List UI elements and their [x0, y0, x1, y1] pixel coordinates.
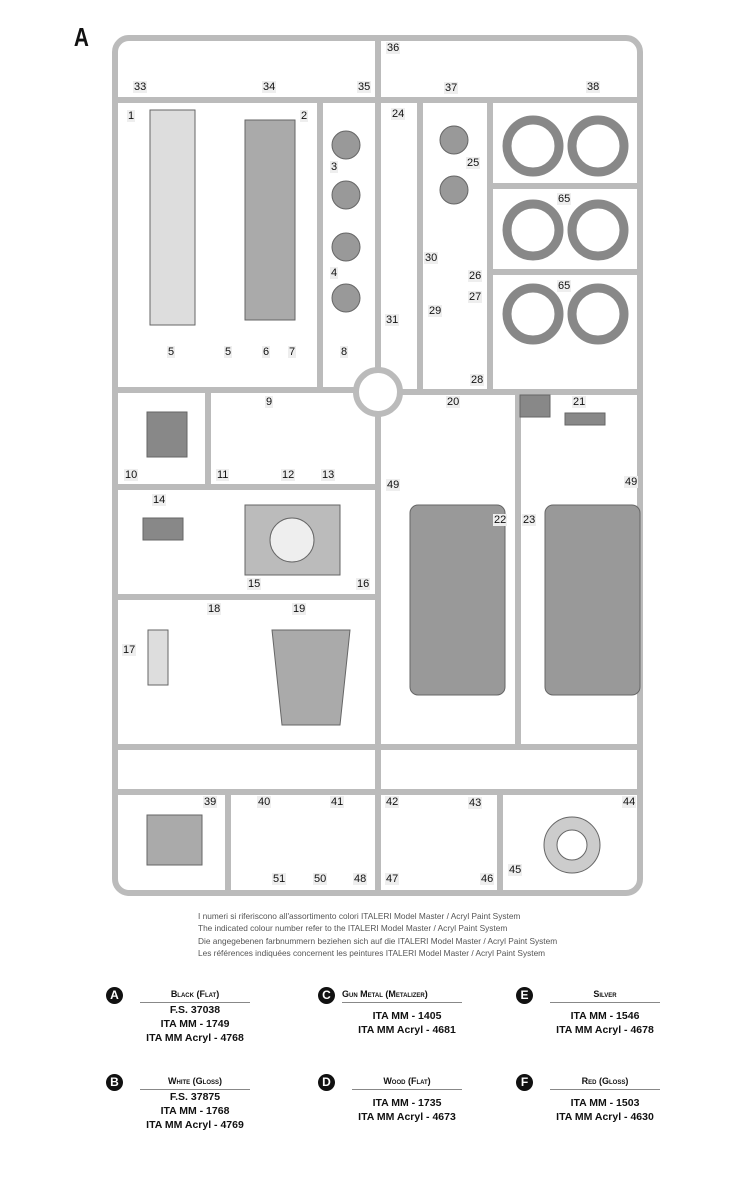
color-letter-badge: B [106, 1074, 123, 1091]
part-number: 16 [356, 578, 371, 590]
color-acryl: ITA MM Acryl - 4769 [146, 1119, 244, 1131]
color-card-a: A Black (Flat) F.S. 37038 ITA MM - 1749 … [106, 987, 308, 1045]
part-number: 41 [330, 796, 345, 808]
part-number: 2 [300, 110, 309, 122]
part-number: 42 [385, 796, 400, 808]
part-number: 20 [446, 396, 461, 408]
part-number: 30 [424, 252, 439, 264]
part-number: 14 [152, 494, 167, 506]
part-number: 10 [124, 469, 139, 481]
color-letter-badge: A [106, 987, 123, 1004]
part-number: 12 [281, 469, 296, 481]
color-card-d: D Wood (Flat) ITA MM - 1735 ITA MM Acryl… [318, 1074, 520, 1124]
part-number: 5 [167, 346, 176, 358]
part-number: 39 [203, 796, 218, 808]
part-number: 43 [468, 797, 483, 809]
color-letter-badge: D [318, 1074, 335, 1091]
part-number: 7 [288, 346, 297, 358]
color-name: Wood (Flat) [352, 1074, 462, 1090]
part-number: 3 [330, 161, 339, 173]
part-number: 23 [522, 514, 537, 526]
part-number: 25 [466, 157, 481, 169]
part-number: 46 [480, 873, 495, 885]
note-german: Die angegebenen farbnummern beziehen sic… [198, 935, 558, 946]
note-italian: I numeri si riferiscono all'assortimento… [198, 911, 521, 921]
part-number: 27 [468, 291, 483, 303]
part-number: 40 [257, 796, 272, 808]
part-number: 8 [340, 346, 349, 358]
color-name: White (Gloss) [140, 1074, 250, 1090]
part-number: 28 [470, 374, 485, 386]
color-name: Gun Metal (Metalizer) [342, 987, 462, 1003]
part-number: 65 [557, 280, 572, 292]
part-number: 34 [262, 81, 277, 93]
part-number: 49 [624, 476, 639, 488]
color-mm: ITA MM - 1768 [160, 1105, 230, 1117]
part-number: 37 [444, 82, 459, 94]
part-number: 19 [292, 603, 307, 615]
color-card-c: C Gun Metal (Metalizer) ITA MM - 1405 IT… [318, 987, 520, 1037]
part-number: 24 [391, 108, 406, 120]
part-number: 21 [572, 396, 587, 408]
part-number: 5 [224, 346, 233, 358]
sprue-letter: A [73, 22, 89, 52]
color-acryl: ITA MM Acryl - 4630 [556, 1111, 654, 1123]
part-number: 47 [385, 873, 400, 885]
part-number: 51 [272, 873, 287, 885]
color-letter-badge: E [516, 987, 533, 1004]
part-number: 15 [247, 578, 262, 590]
color-letter-badge: C [318, 987, 335, 1004]
part-number: 35 [357, 81, 372, 93]
note-french: Les références indiquées concernent les … [198, 947, 546, 958]
color-name: Silver [550, 987, 660, 1003]
part-number: 11 [216, 469, 230, 481]
part-number: 36 [386, 42, 401, 54]
part-number: 49 [386, 479, 401, 491]
color-acryl: ITA MM Acryl - 4768 [146, 1032, 244, 1044]
part-number: 50 [313, 873, 328, 885]
part-number: 44 [622, 796, 637, 808]
part-number: 22 [493, 514, 508, 526]
color-acryl: ITA MM Acryl - 4681 [358, 1024, 456, 1036]
color-fs: F.S. 37038 [169, 1004, 221, 1016]
part-number: 29 [428, 305, 443, 317]
part-number: 38 [586, 81, 601, 93]
color-card-e: E Silver ITA MM - 1546 ITA MM Acryl - 46… [516, 987, 718, 1037]
color-mm: ITA MM - 1749 [160, 1018, 230, 1030]
part-number: 9 [265, 396, 274, 408]
sprue-diagram [112, 35, 643, 896]
color-letter-badge: F [516, 1074, 533, 1091]
color-mm: ITA MM - 1546 [570, 1010, 640, 1022]
color-fs: F.S. 37875 [169, 1091, 221, 1103]
part-number: 13 [321, 469, 336, 481]
color-name: Red (Gloss) [550, 1074, 660, 1090]
part-number: 33 [133, 81, 148, 93]
note-english: The indicated colour number refer to the… [198, 923, 508, 934]
part-number: 1 [127, 110, 136, 122]
color-card-b: B White (Gloss) F.S. 37875 ITA MM - 1768… [106, 1074, 308, 1132]
part-number: 6 [262, 346, 271, 358]
color-mm: ITA MM - 1735 [372, 1097, 442, 1109]
part-number: 18 [207, 603, 222, 615]
color-name: Black (Flat) [140, 987, 250, 1003]
color-mm: ITA MM - 1405 [372, 1010, 442, 1022]
part-number: 26 [468, 270, 483, 282]
color-acryl: ITA MM Acryl - 4673 [358, 1111, 456, 1123]
part-number: 45 [508, 864, 523, 876]
color-card-f: F Red (Gloss) ITA MM - 1503 ITA MM Acryl… [516, 1074, 718, 1124]
color-acryl: ITA MM Acryl - 4678 [556, 1024, 654, 1036]
part-number: 4 [330, 267, 339, 279]
part-number: 17 [122, 644, 137, 656]
part-number: 65 [557, 193, 572, 205]
paint-system-notes: I numeri si riferiscono all'assortimento… [198, 910, 557, 959]
color-mm: ITA MM - 1503 [570, 1097, 640, 1109]
part-number: 31 [385, 314, 400, 326]
part-number: 48 [353, 873, 368, 885]
